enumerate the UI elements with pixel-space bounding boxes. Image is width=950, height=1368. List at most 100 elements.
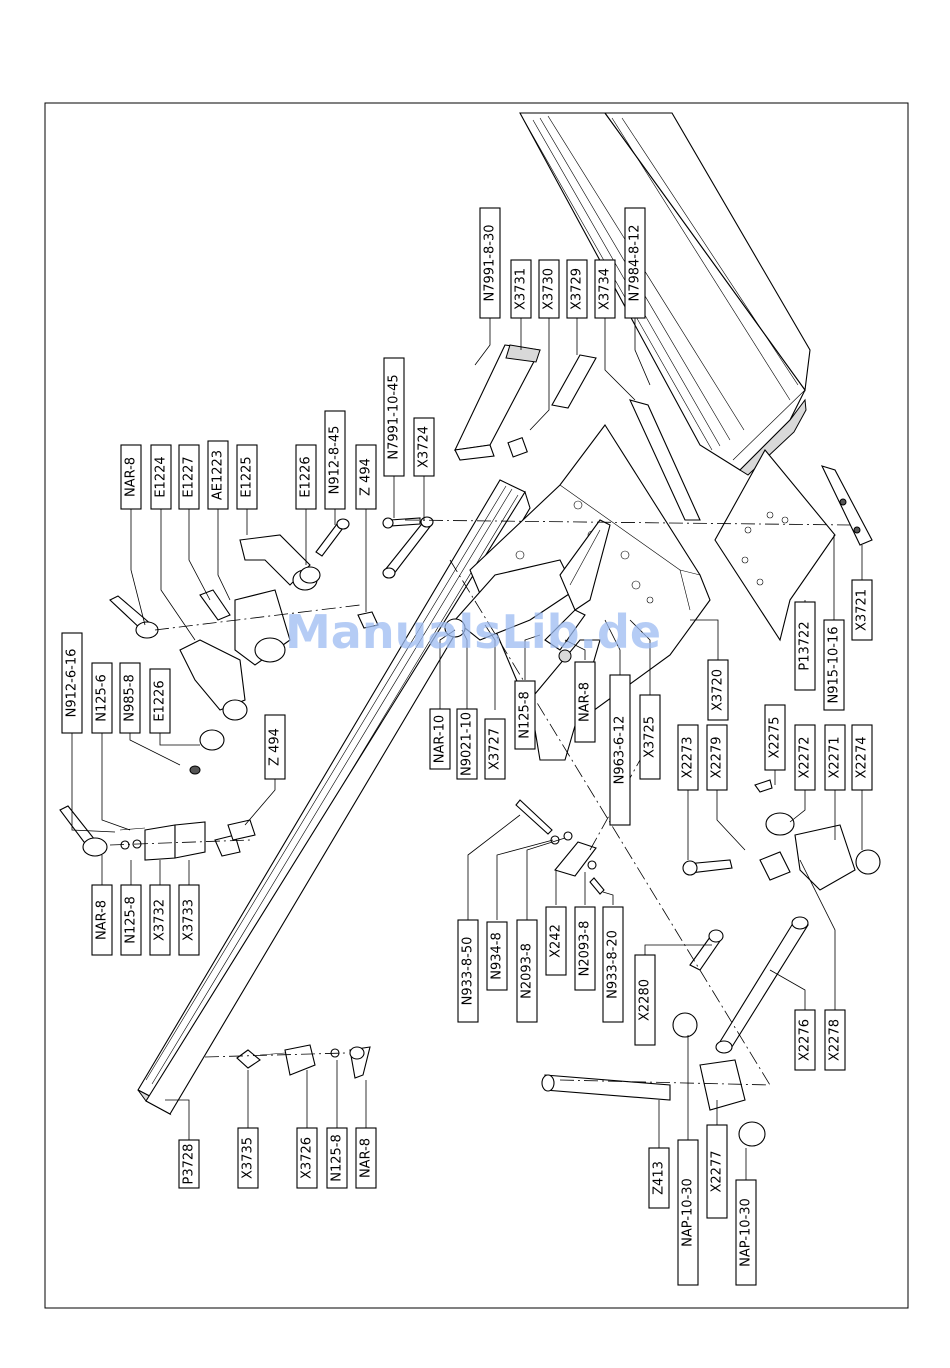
part-label-box [566,259,588,319]
long-rail-drawing [137,479,531,1116]
fence-extrusion-drawing [519,112,811,476]
part-label-box [574,661,596,743]
part-label: N2093-8 [574,906,596,991]
part-label: E1227 [178,444,200,510]
part-label-box [456,708,478,780]
part-label-box [120,444,142,510]
part-label-text: NAR-8 [359,1138,374,1178]
part-label: N7984-8-12 [624,207,646,319]
part-label: N912-6-16 [61,632,83,734]
part-label-text: X2280 [638,979,653,1021]
part-label-box [429,708,451,770]
screw-n912-drawing [315,518,350,557]
part-label-text: E1226 [299,456,314,497]
part-label-text: NAP-10-30 [739,1198,754,1267]
part-label: N2093-8 [516,919,538,1023]
part-label-box [326,1127,348,1189]
part-label: X242 [545,906,567,976]
part-label: X2279 [706,724,728,791]
part-label: N933-8-20 [602,906,624,1023]
part-label: N9021-10 [456,708,478,780]
part-label-box [735,1179,757,1286]
part-label-box [91,884,113,956]
part-label-text: NAR-8 [124,457,139,497]
part-label-text: E1226 [153,680,168,721]
part-label: X3733 [178,884,200,956]
part-label-box [545,906,567,976]
part-label-box [119,662,141,734]
part-label-box [479,207,501,319]
part-label-text: X3732 [153,899,168,941]
part-label-box [457,919,479,1023]
part-label-box [295,444,317,510]
part-label-text: N933-8-50 [461,937,476,1006]
part-label: NAP-10-30 [677,1139,699,1286]
part-label: X3720 [707,659,729,721]
part-label-text: N963-6-12 [613,716,628,785]
part-label-text: N7984-8-12 [628,224,643,301]
bracket-x3729-drawing [551,354,597,409]
part-label-box [677,1139,699,1286]
screw-n933-assembly-drawing [515,799,605,895]
part-label: NAR-8 [91,884,113,956]
part-label-text: X2278 [828,1019,843,1061]
bushing-e1226-top-drawing [299,566,321,584]
part-label: X3721 [851,579,873,641]
part-label: E1224 [150,444,172,510]
part-label: N125-8 [326,1127,348,1189]
part-label: NAR-8 [574,661,596,743]
part-label-text: X2274 [855,737,870,779]
part-label-box [178,884,200,956]
part-label-text: N934-8 [490,932,505,980]
part-label-text: X3735 [241,1137,256,1179]
part-label-text: N125-8 [330,1134,345,1182]
part-label-text: NAP-10-30 [681,1178,696,1247]
part-label-box [794,601,816,691]
part-label-text: X3727 [488,728,503,770]
bushing-e1226-low-drawing [189,729,225,775]
part-label-box [514,680,536,750]
part-label-text: X3734 [598,268,613,310]
part-label-box [594,259,616,319]
part-label: X2274 [851,724,873,791]
part-label-text: Z413 [652,1161,667,1195]
part-label-box [538,259,560,319]
part-label: AE1223 [207,440,229,510]
part-label: NAR-8 [120,444,142,510]
part-label-text: N2093-8 [578,921,593,977]
part-label-text: X3729 [570,268,585,310]
part-label-text: X3720 [711,669,726,711]
part-label: E1226 [295,444,317,510]
part-label-text: N912-6-16 [65,649,80,718]
part-label-text: X242 [549,924,564,958]
part-label: P3728 [178,1139,200,1189]
part-label-box [823,619,845,711]
part-label-box [706,1124,728,1219]
part-label: Z413 [648,1147,670,1209]
clamp-bar-x3721-drawing [820,465,873,546]
part-label-text: X2273 [681,737,696,779]
part-label-box [324,410,346,510]
part-label-text: X3724 [417,426,432,468]
right-mechanism-drawing [682,779,881,891]
part-label: N963-6-12 [609,674,631,826]
page-frame [44,102,909,1309]
part-label: X3726 [296,1127,318,1189]
part-label-text: NAR-8 [578,682,593,722]
part-label-box [237,1127,259,1189]
part-label-text: AE1223 [211,450,226,500]
part-label: N125-8 [120,884,142,956]
part-label: N125-6 [91,662,113,734]
part-label-box [609,674,631,826]
part-label-box [264,714,286,780]
part-label-box [510,259,532,319]
part-label-text: N2093-8 [520,943,535,999]
part-label-box [639,694,661,780]
part-label-box [149,668,171,734]
part-label-text: NAR-8 [95,900,110,940]
part-label: X3727 [484,718,506,780]
part-label-text: N912-8-45 [328,426,343,495]
part-label-text: X2275 [768,717,783,759]
